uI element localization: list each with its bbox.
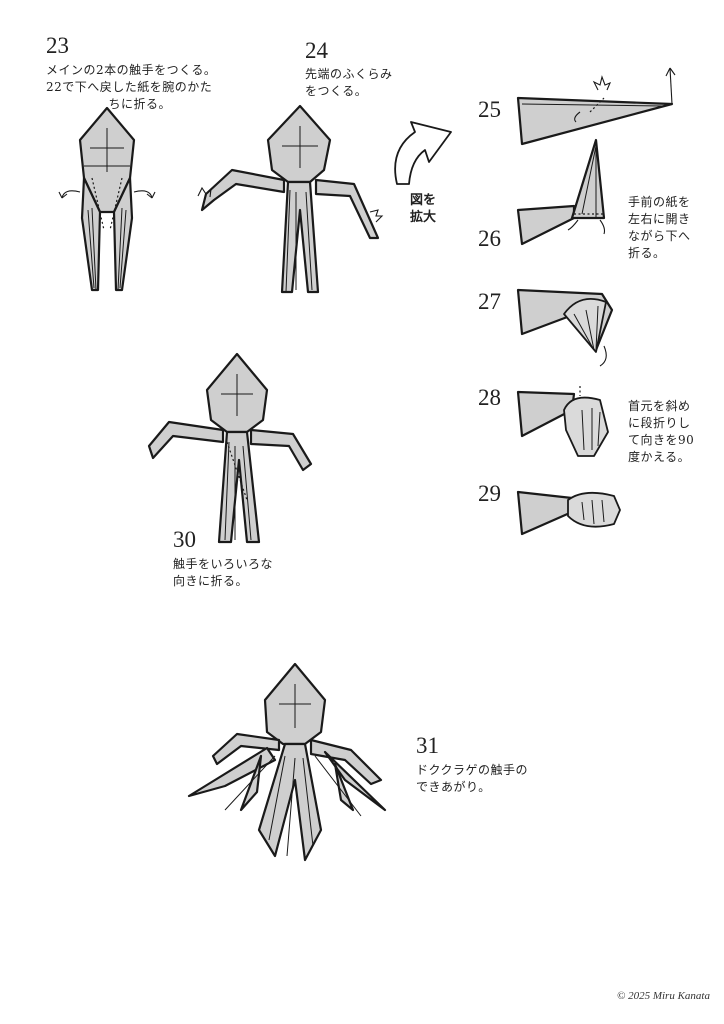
enlarge-label: 図を 拡大: [410, 193, 437, 225]
step-24-number: 24: [305, 38, 328, 63]
step-26-figure: [516, 138, 606, 246]
step-28-number: 28: [478, 385, 501, 410]
step-24-figure: [197, 104, 384, 294]
step-29-figure: [516, 490, 621, 536]
step-26-number: 26: [478, 226, 501, 251]
step-25-figure: [516, 67, 676, 146]
copyright: © 2025 Miru Kanata: [616, 990, 710, 1002]
step-23-number: 23: [46, 33, 69, 58]
step-27-number: 27: [478, 289, 501, 314]
step-28-figure: [516, 386, 609, 457]
step-30-number: 30: [173, 527, 196, 552]
enlarge-arrow: [394, 121, 452, 185]
step-30-caption: 触手をいろいろな 向きに折る。: [173, 557, 274, 588]
step-24-caption: 先端のふくらみ をつくる。: [305, 67, 393, 98]
step-31-number: 31: [416, 733, 439, 758]
step-31-figure: [187, 662, 387, 862]
step-23-caption: メインの2本の触手をつくる。 22で下へ戻した紙を腕のかた ちに折る。: [46, 63, 217, 111]
step-31-caption: ドククラゲの触手の できあがり。: [416, 763, 529, 794]
step-25-number: 25: [478, 97, 501, 122]
step-23-figure: [58, 106, 156, 292]
step-30-figure: [147, 352, 313, 544]
step-26-caption: 手前の紙を 左右に開き ながら下へ 折る。: [628, 195, 691, 260]
step-29-number: 29: [478, 481, 501, 506]
step-28-caption: 首元を斜め に段折りし て向きを90 度かえる。: [628, 399, 695, 464]
step-27-figure: [516, 288, 614, 367]
